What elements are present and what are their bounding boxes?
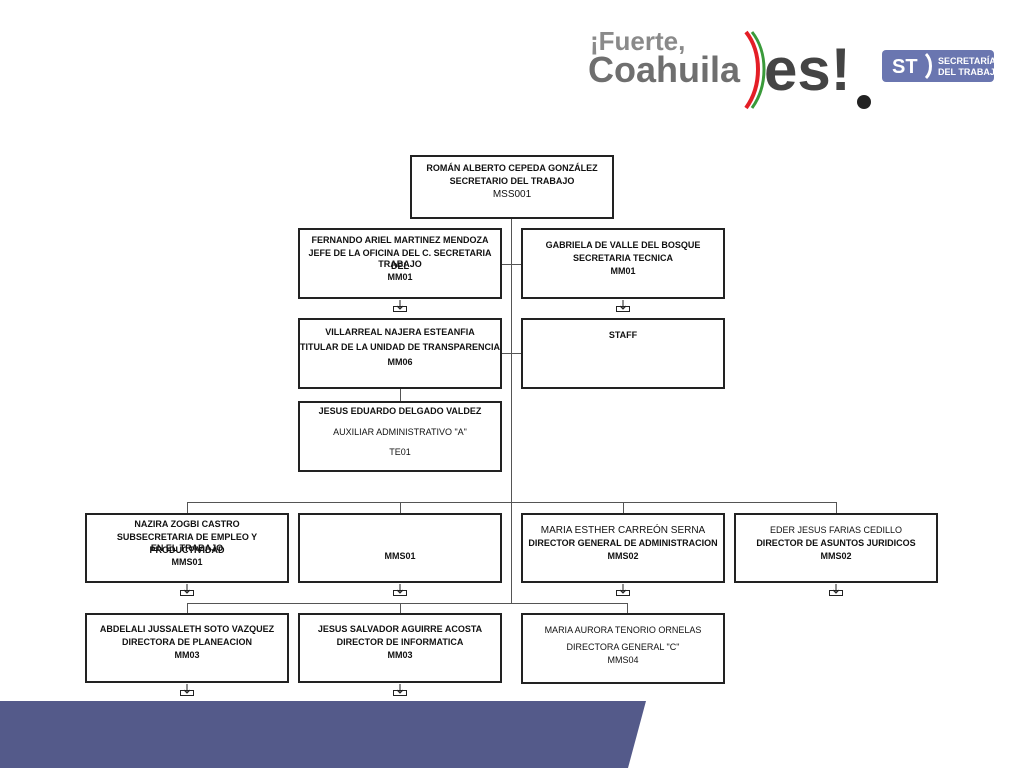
connector-eder <box>836 502 837 514</box>
node-title: DIRECTOR GENERAL DE ADMINISTRACION <box>528 538 718 548</box>
main-vertical-connector <box>511 218 512 603</box>
node-title: SUBSECRETARIA DE EMPLEO Y PRODUCTIVIDAD <box>116 532 258 555</box>
node-title: JEFE DE LA OFICINA DEL C. SECRETARIA DEL <box>308 248 492 271</box>
footer-band <box>0 701 1024 768</box>
node-name: ABDELALI JUSSALETH SOTO VAZQUEZ <box>99 624 275 634</box>
node-name: GABRIELA DE VALLE DEL BOSQUE <box>545 240 701 250</box>
node-title-cont: TRABAJO <box>378 259 422 269</box>
expand-subtree-icon[interactable] <box>393 300 407 312</box>
node-code: MMS04 <box>607 655 639 665</box>
org-node-direccion-administracion[interactable]: MARIA ESTHER CARREÓN SERNA DIRECTOR GENE… <box>521 513 725 583</box>
connector-level3-bar <box>187 502 837 503</box>
node-name: NAZIRA ZOGBI CASTRO <box>134 519 240 529</box>
node-code: MSS001 <box>492 189 532 200</box>
expand-subtree-icon[interactable] <box>180 684 194 696</box>
org-node-secretario[interactable]: ROMÁN ALBERTO CEPEDA GONZÁLEZ SECRETARIO… <box>410 155 614 219</box>
node-code: MM03 <box>387 650 413 660</box>
svg-text:DEL TRABAJO: DEL TRABAJO <box>938 67 998 77</box>
connector-nazira <box>187 502 188 514</box>
node-title-cont: EN EL TRABAJO <box>150 543 224 553</box>
connector-maria-aurora <box>627 603 628 614</box>
fuerte-coahuila-logo: ¡Fuerte, Coahuila es! ST SECRETARÍA DEL … <box>586 24 1002 114</box>
connector-level4-bar <box>187 603 628 604</box>
org-node-asuntos-juridicos[interactable]: EDER JESUS FARIAS CEDILLO DIRECTOR DE AS… <box>734 513 938 583</box>
node-name: VILLARREAL NAJERA ESTEANFIA <box>325 327 475 337</box>
node-code: TE01 <box>389 447 411 457</box>
node-name: JESUS EDUARDO DELGADO VALDEZ <box>318 406 482 416</box>
node-name: EDER JESUS FARIAS CEDILLO <box>769 525 903 535</box>
node-name: ROMÁN ALBERTO CEPEDA GONZÁLEZ <box>426 163 598 173</box>
svg-text:¡Fuerte,: ¡Fuerte, <box>590 26 685 56</box>
org-node-secretaria-tecnica[interactable]: GABRIELA DE VALLE DEL BOSQUE SECRETARIA … <box>521 228 725 299</box>
node-code: MMS01 <box>384 551 416 561</box>
connector-row1 <box>502 264 522 265</box>
expand-subtree-icon[interactable] <box>829 584 843 596</box>
node-title: DIRECTORA DE PLANEACION <box>121 637 252 647</box>
node-title: DIRECTOR DE INFORMATICA <box>336 637 464 647</box>
node-name: MARIA AURORA TENORIO ORNELAS <box>544 625 702 635</box>
node-title: SECRETARIO DEL TRABAJO <box>449 176 575 186</box>
org-node-jefe-oficina[interactable]: FERNANDO ARIEL MARTINEZ MENDOZA JEFE DE … <box>298 228 502 299</box>
node-code: MM06 <box>387 357 413 367</box>
org-node-subsecretaria[interactable]: NAZIRA ZOGBI CASTRO SUBSECRETARIA DE EMP… <box>85 513 289 583</box>
node-title: SECRETARIA TECNICA <box>572 253 673 263</box>
node-title: DIRECTOR DE ASUNTOS JURIDICOS <box>756 538 916 548</box>
node-code: MM03 <box>174 650 200 660</box>
node-code: MM01 <box>387 272 413 282</box>
connector-auxiliar <box>400 389 401 402</box>
connector-vacant <box>400 502 401 514</box>
org-node-planeacion[interactable]: ABDELALI JUSSALETH SOTO VAZQUEZ DIRECTOR… <box>85 613 289 683</box>
node-name: JESUS SALVADOR AGUIRRE ACOSTA <box>317 624 483 634</box>
node-code: MMS02 <box>607 551 639 561</box>
expand-subtree-icon[interactable] <box>393 684 407 696</box>
node-name: FERNANDO ARIEL MARTINEZ MENDOZA <box>311 235 489 245</box>
org-node-transparencia[interactable]: VILLARREAL NAJERA ESTEANFIA TITULAR DE L… <box>298 318 502 389</box>
node-title: TITULAR DE LA UNIDAD DE TRANSPARENCIA <box>300 342 500 352</box>
node-title: AUXILIAR ADMINISTRATIVO "A" <box>333 427 467 437</box>
node-name: MARIA ESTHER CARREÓN SERNA <box>540 525 706 536</box>
org-node-auxiliar[interactable]: JESUS EDUARDO DELGADO VALDEZ AUXILIAR AD… <box>298 401 502 472</box>
org-node-staff[interactable]: STAFF <box>521 318 725 389</box>
org-node-vacant[interactable]: MMS01 <box>298 513 502 583</box>
connector-row2 <box>502 353 522 354</box>
svg-text:Coahuila: Coahuila <box>588 49 741 90</box>
node-code: MM01 <box>610 266 636 276</box>
node-code: MMS02 <box>820 551 852 561</box>
expand-subtree-icon[interactable] <box>180 584 194 596</box>
svg-text:ST: ST <box>892 56 918 78</box>
org-node-informatica[interactable]: JESUS SALVADOR AGUIRRE ACOSTA DIRECTOR D… <box>298 613 502 683</box>
org-node-direccion-general-c[interactable]: MARIA AURORA TENORIO ORNELAS DIRECTORA G… <box>521 613 725 684</box>
svg-text:es!: es! <box>764 36 851 103</box>
connector-maria-esther <box>623 502 624 514</box>
expand-subtree-icon[interactable] <box>616 584 630 596</box>
connector-jesus-salvador <box>400 603 401 614</box>
expand-subtree-icon[interactable] <box>393 584 407 596</box>
node-title: DIRECTORA GENERAL "C" <box>566 642 680 652</box>
svg-text:SECRETARÍA: SECRETARÍA <box>938 56 996 66</box>
node-code: MMS01 <box>171 557 203 567</box>
expand-subtree-icon[interactable] <box>616 300 630 312</box>
connector-abdelali <box>187 603 188 614</box>
node-label: STAFF <box>608 330 638 340</box>
